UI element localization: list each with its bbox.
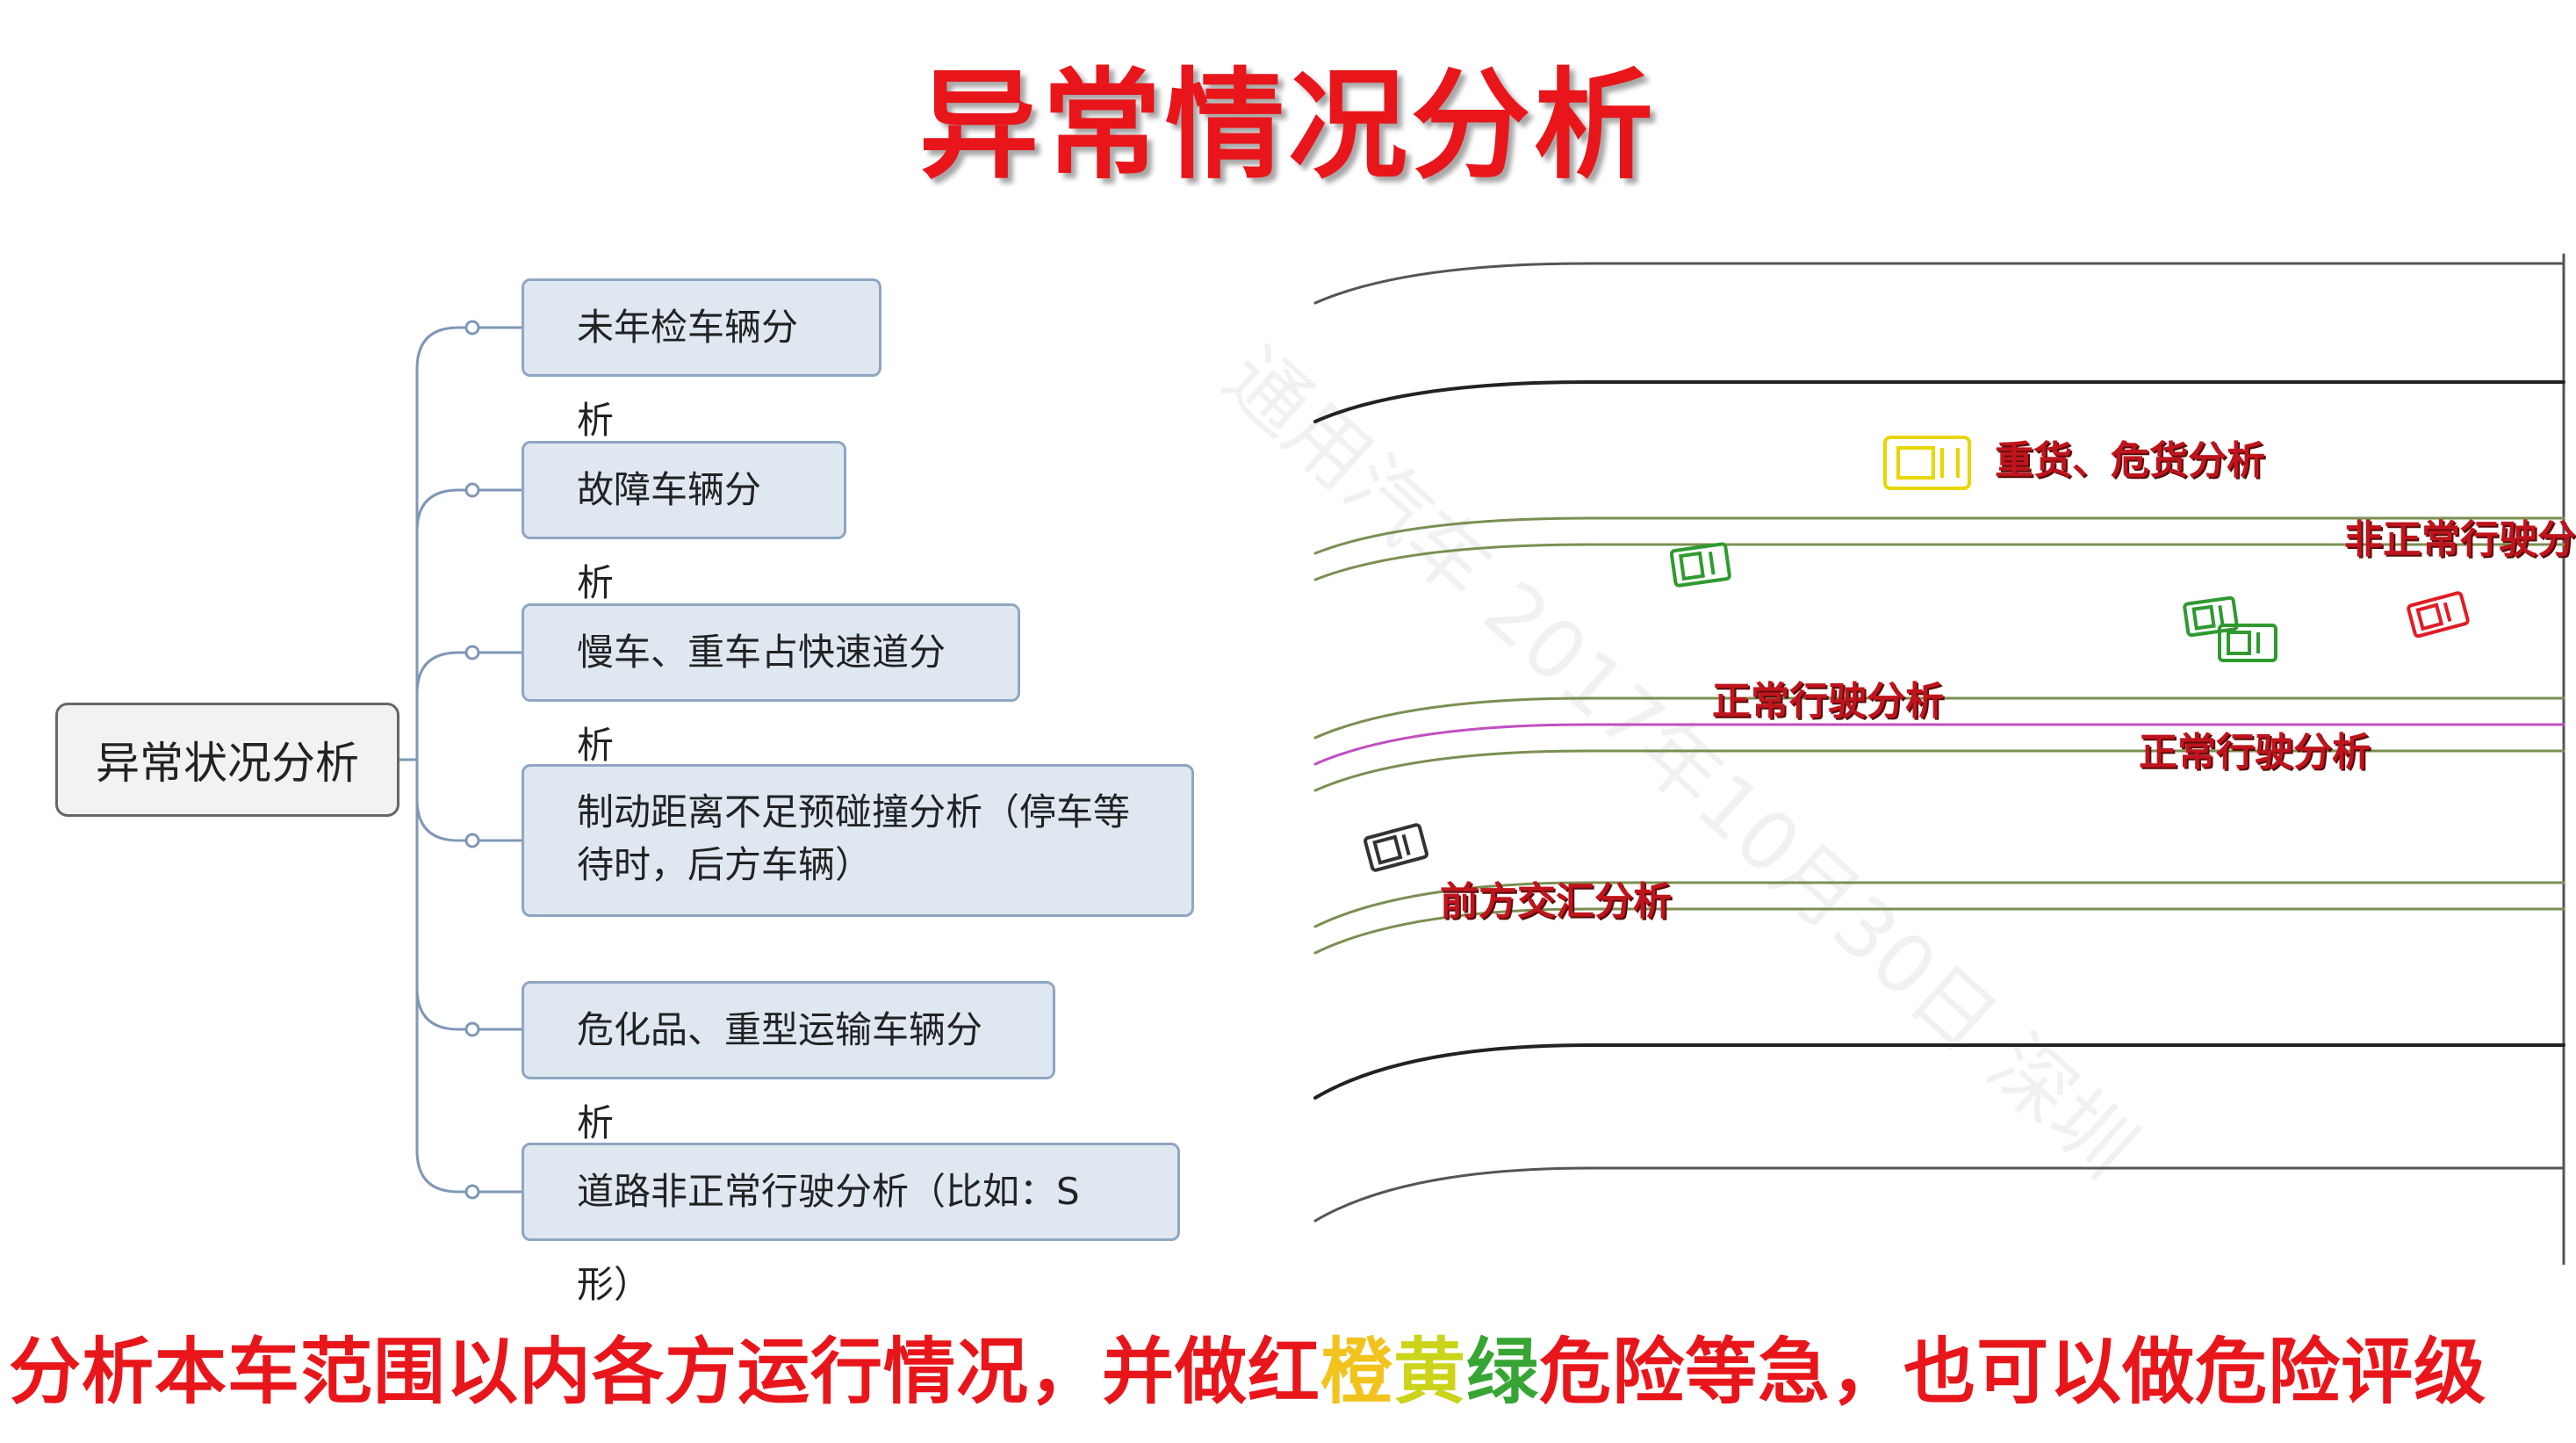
branch-abnormal-driving: 道路非正常行驶分析（比如：S形）	[522, 1143, 1180, 1306]
caption-orange: 橙	[1320, 1331, 1394, 1414]
caption-yellow: 黄	[1393, 1331, 1467, 1414]
bottom-caption: 分析本车范围以内各方运行情况，并做红橙黄绿危险等急，也可以做危险评级	[9, 1313, 2572, 1418]
caption-part1: 分析本车范围以内各方运行情况，并做红	[9, 1331, 1321, 1414]
caption-part2: 危险等急，也可以做危险评级	[1539, 1331, 2487, 1414]
vehicle-abnormal-red	[2407, 591, 2470, 639]
branch-hazmat-heavy: 危化品、重型运输车辆分析	[522, 981, 1055, 1144]
label-normal-driving-1: 正常行驶分析	[1712, 679, 1944, 724]
page-title: 异常情况分析	[919, 57, 1657, 196]
branch-braking-distance: 制动距离不足预碰撞分析（停车等待时，后方车辆）	[522, 764, 1194, 917]
label-abnormal-driving: 非正常行驶分析	[2344, 517, 2576, 562]
vehicle-normal-1	[2183, 595, 2239, 638]
branch-faulty-vehicles: 故障车辆分析	[522, 441, 846, 604]
mindmap-root: 异常状况分析	[55, 703, 399, 817]
vehicle-normal-2	[2218, 624, 2277, 662]
branch-slow-heavy-lane: 慢车、重车占快速道分析	[522, 603, 1020, 767]
vehicle-normal-green-1	[1669, 542, 1731, 588]
mindmap-connectors	[399, 320, 522, 1200]
vehicle-merge-gray	[1364, 823, 1428, 872]
road-scene	[1313, 253, 2565, 1265]
caption-green: 绿	[1466, 1331, 1540, 1414]
label-normal-driving-2: 正常行驶分析	[2139, 730, 2371, 775]
branch-unchecked-vehicles: 未年检车辆分析	[522, 278, 881, 442]
label-merge-ahead: 前方交汇分析	[1440, 879, 1672, 924]
vehicle-heavy-yellow	[1883, 436, 1971, 490]
label-heavy-hazmat: 重货、危货分析	[1995, 438, 2265, 483]
